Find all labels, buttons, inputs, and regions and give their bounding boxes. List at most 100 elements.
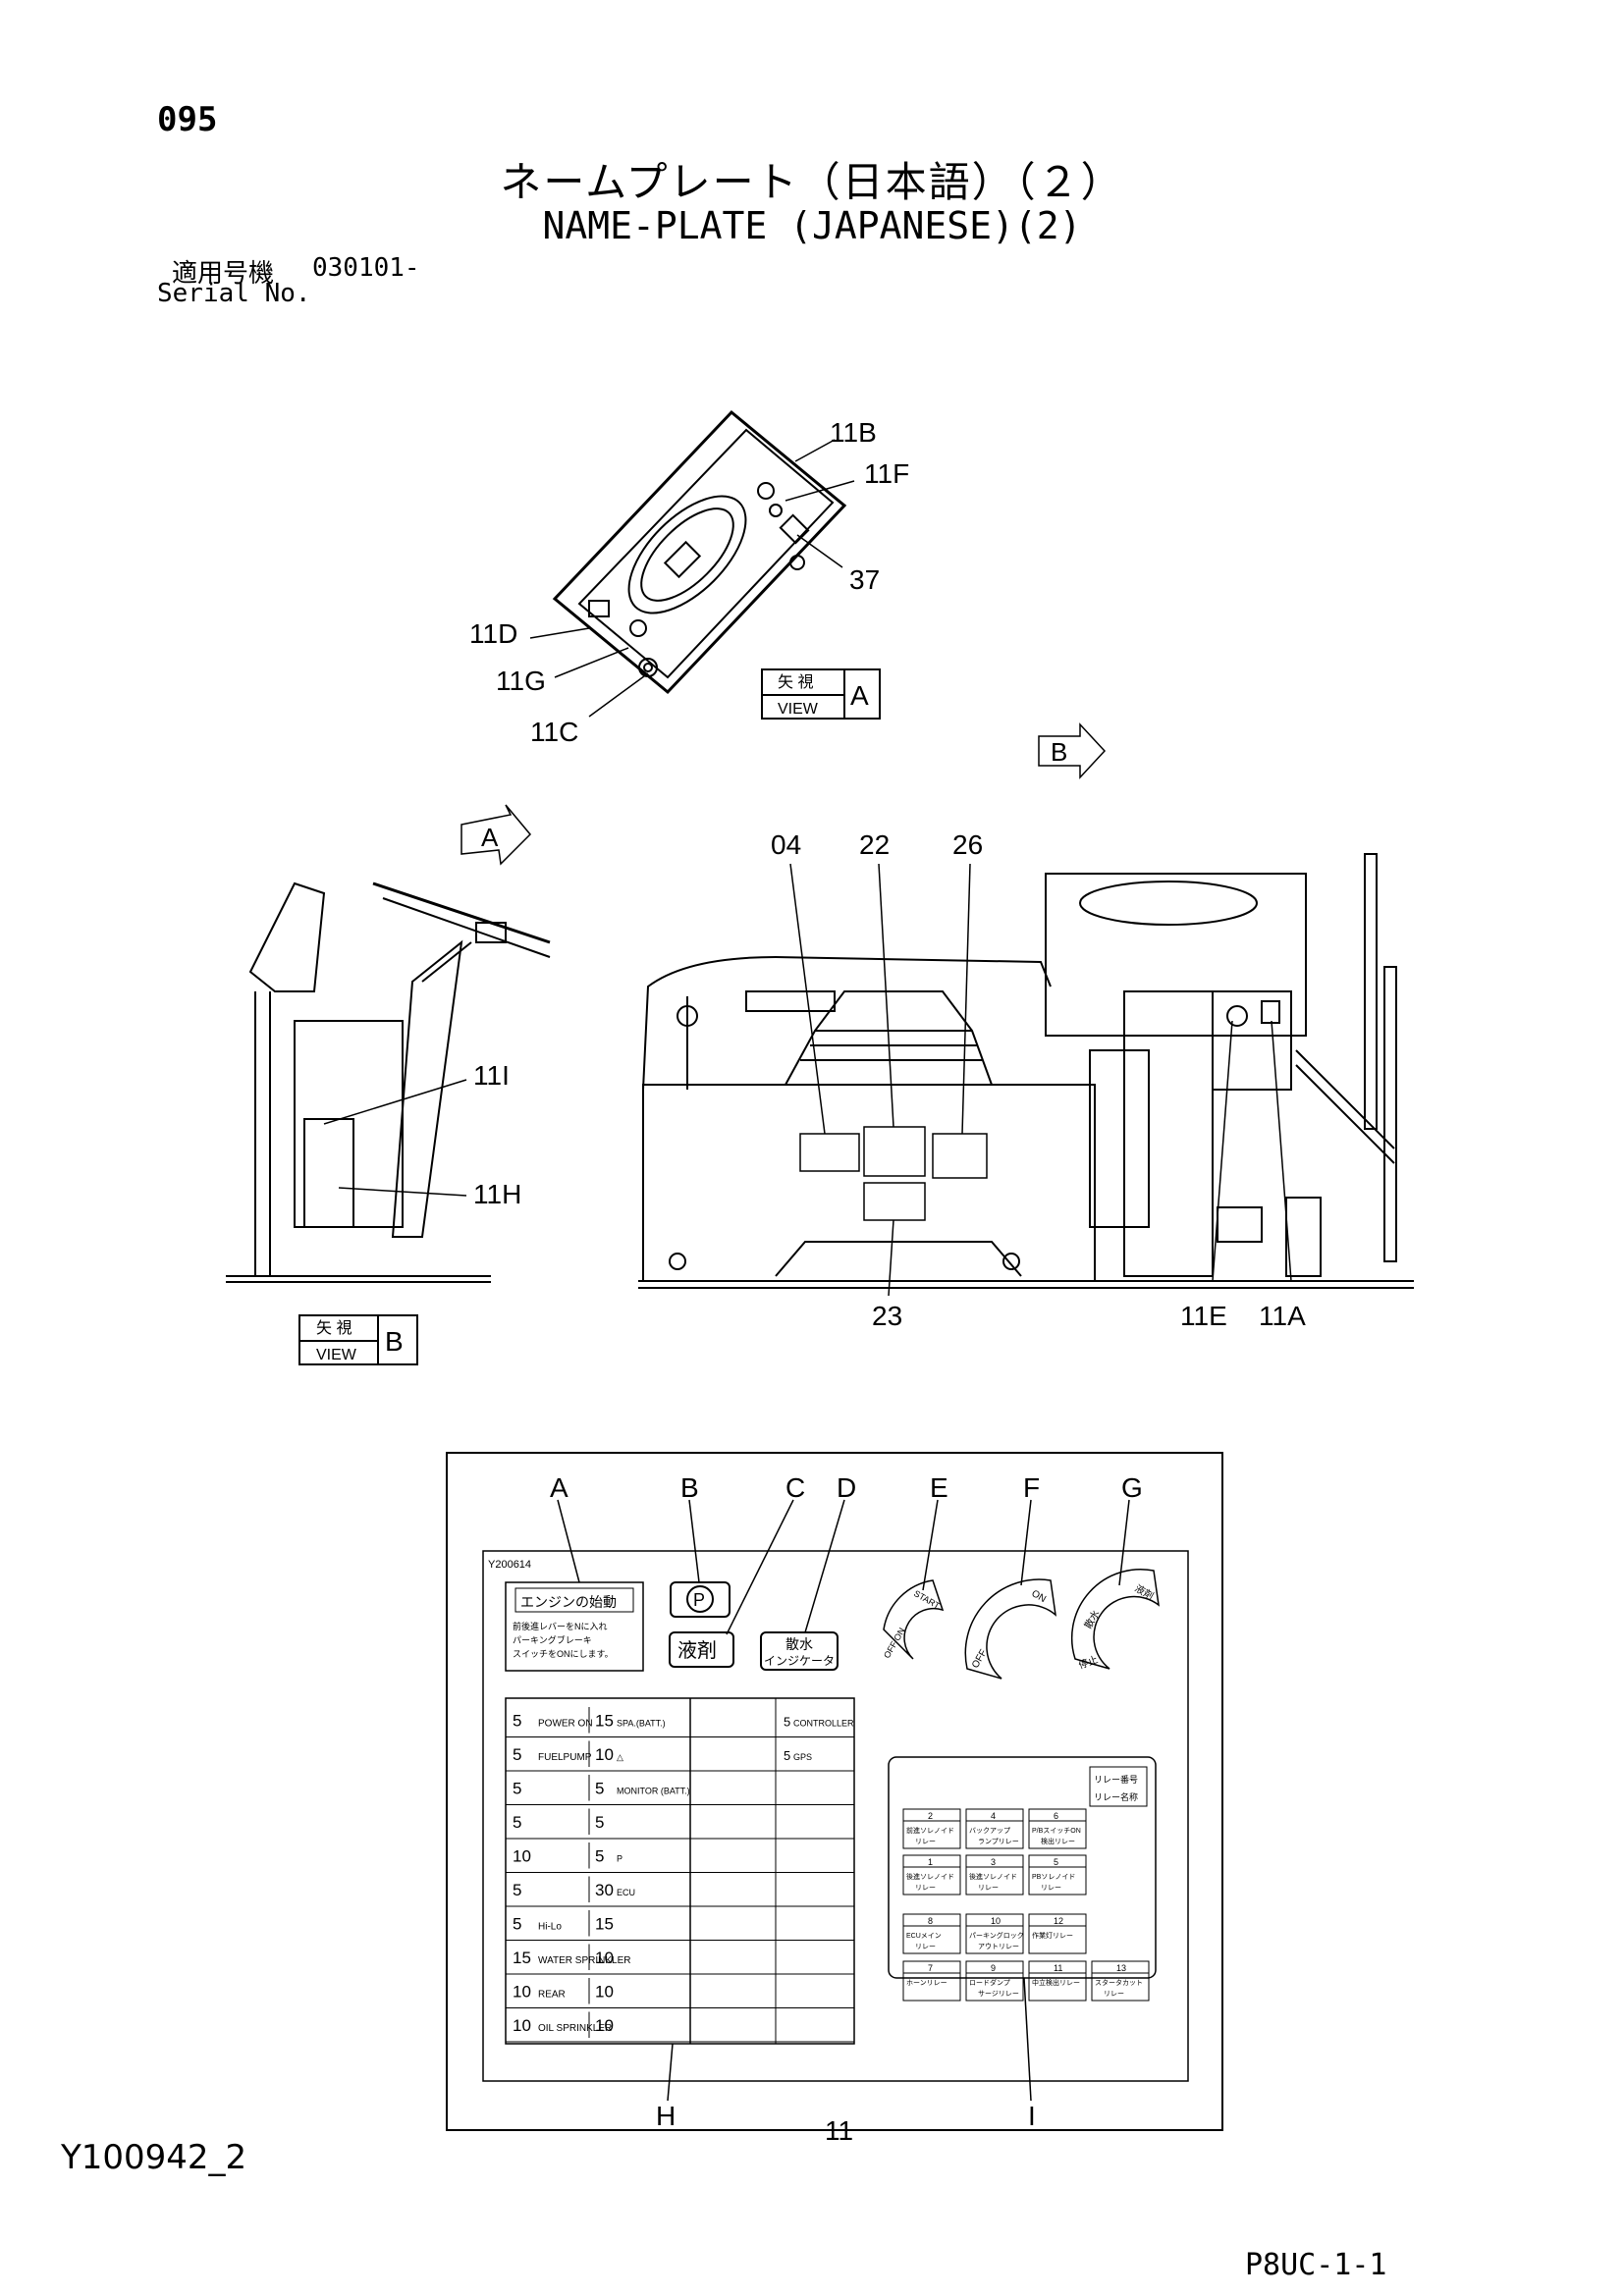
callout-11i: 11I bbox=[473, 1060, 510, 1091]
fuse-table-cell: 5 bbox=[595, 1813, 604, 1832]
fuse-table-cell: 5 bbox=[513, 1712, 521, 1731]
callout-11g: 11G bbox=[496, 666, 546, 696]
fuse-table-cell: GPS bbox=[793, 1752, 812, 1762]
water-label-1: 散水 bbox=[785, 1636, 813, 1652]
fuse-table-cell: 15 bbox=[513, 1949, 531, 1967]
callout-22: 22 bbox=[859, 829, 890, 860]
page-title-japanese: ネームプレート（日本語）（２） bbox=[500, 158, 1124, 206]
plate-letter-a: A bbox=[550, 1472, 568, 1503]
direction-arrow-b bbox=[1038, 722, 1107, 779]
page-title-english: NAME-PLATE (JAPANESE)(2) bbox=[542, 204, 1082, 247]
front-elevation-view bbox=[638, 853, 1414, 1289]
fuse-table-cell: 10 bbox=[595, 1745, 614, 1764]
plate-letter-b: B bbox=[680, 1472, 699, 1503]
relay-cell-name: ECUメイン bbox=[906, 1933, 942, 1940]
fuse-table-cell: ECU bbox=[617, 1888, 635, 1897]
water-label-2: インジケータ bbox=[764, 1654, 835, 1668]
plate-letter-i: I bbox=[1028, 2101, 1036, 2131]
relay-cell-number: 4 bbox=[991, 1811, 996, 1821]
fuse-table-cell: Hi-Lo bbox=[538, 1922, 562, 1933]
knob-g-label-3: 液剤 bbox=[1133, 1581, 1157, 1602]
fuse-table-cell: 5 bbox=[784, 1748, 790, 1763]
relay-cell-number: 2 bbox=[928, 1811, 933, 1821]
relay-cell-name-2: リレー bbox=[915, 1839, 936, 1845]
relay-cell-name-2: リレー bbox=[1041, 1885, 1061, 1892]
fuse-table-cell: P bbox=[617, 1854, 623, 1864]
fuse-table-cell: 5 bbox=[513, 1915, 521, 1934]
engine-start-line-1: 前後進レバーをNに入れ bbox=[513, 1621, 608, 1631]
relay-cell-number: 10 bbox=[991, 1916, 1001, 1926]
callout-37: 37 bbox=[849, 564, 880, 595]
plate-letter-h: H bbox=[656, 2101, 676, 2131]
relay-cell-number: 1 bbox=[928, 1857, 933, 1867]
callout-11c: 11C bbox=[530, 717, 578, 747]
fuse-table-cell: MONITOR (BATT.) bbox=[617, 1787, 690, 1796]
relay-cell-name: 作業灯リレー bbox=[1032, 1931, 1073, 1940]
relay-cell-name-2: サージリレー bbox=[978, 1990, 1019, 1998]
relay-cell-name: 中立検出リレー bbox=[1032, 1978, 1080, 1987]
view-b-jp: 矢 視 bbox=[316, 1319, 352, 1337]
relay-cell-name: P/BスイッチON bbox=[1032, 1827, 1081, 1835]
relay-cell-name-2: リレー bbox=[1104, 1991, 1124, 1998]
fuse-table-cell: 5 bbox=[595, 1847, 604, 1866]
view-a-label bbox=[761, 668, 881, 720]
nameplate-sheet bbox=[446, 1452, 1223, 2131]
fuse-table-cell: 5 bbox=[513, 1881, 521, 1899]
page-number: 095 bbox=[157, 100, 218, 139]
plate-code: Y200614 bbox=[488, 1559, 531, 1571]
plate-locations bbox=[799, 1126, 988, 1221]
view-b-letter: B bbox=[385, 1326, 404, 1357]
fuse-table-cell: 30 bbox=[595, 1881, 614, 1899]
knob-f-label-2: ON bbox=[1030, 1588, 1048, 1605]
drawing-number: Y100942_2 bbox=[61, 2138, 247, 2177]
view-b-en: VIEW bbox=[316, 1347, 357, 1363]
callout-11b: 11B bbox=[830, 417, 877, 448]
fuse-table-cell: REAR bbox=[538, 1990, 566, 2001]
relay-cell-number: 9 bbox=[991, 1963, 996, 1973]
relay-cell-number: 5 bbox=[1054, 1857, 1058, 1867]
fuse-table-cell: 10 bbox=[595, 1983, 614, 2002]
side-elevation-view bbox=[226, 881, 551, 1283]
relay-cell-name-2: リレー bbox=[978, 1885, 999, 1892]
relay-cell-name: バックアップ bbox=[969, 1827, 1010, 1835]
fuse-table-cell: OIL SPRINKLER bbox=[538, 2023, 612, 2034]
relay-cell-number: 7 bbox=[928, 1963, 933, 1973]
engine-start-title: エンジンの始動 bbox=[520, 1594, 617, 1610]
relay-cell-name: スタータカット bbox=[1095, 1978, 1143, 1987]
direction-arrow-a bbox=[460, 804, 532, 866]
fuse-table-cell: FUELPUMP bbox=[538, 1752, 592, 1763]
relay-cell-number: 6 bbox=[1054, 1811, 1058, 1821]
knob-g-label-2: 停止 bbox=[1077, 1653, 1100, 1672]
fuse-table-cell: 10 bbox=[595, 1949, 614, 1967]
view-b-label bbox=[298, 1314, 418, 1365]
relay-cell-name: ロードダンプ bbox=[969, 1978, 1010, 1987]
callout-11: 11 bbox=[825, 2115, 853, 2146]
fuse-table-cell: 15 bbox=[595, 1712, 614, 1731]
fuse-table-cell: 5 bbox=[784, 1715, 790, 1730]
relay-legend-name: リレー名称 bbox=[1094, 1791, 1138, 1802]
relay-cell-name-2: ランプリレー bbox=[978, 1838, 1019, 1845]
fuse-table-cell: WATER SPRINKLER bbox=[538, 1955, 630, 1966]
fuse-table-cell: 10 bbox=[595, 2016, 614, 2035]
relay-cell-name: パーキングロック bbox=[969, 1931, 1024, 1940]
callout-11a: 11A bbox=[1259, 1301, 1306, 1331]
callout-11e: 11E bbox=[1180, 1301, 1227, 1331]
relay-cell-name: PBソレノイド bbox=[1032, 1874, 1075, 1881]
plate-letter-e: E bbox=[930, 1472, 948, 1503]
relay-cell-name: 後進ソレノイド bbox=[906, 1872, 954, 1881]
